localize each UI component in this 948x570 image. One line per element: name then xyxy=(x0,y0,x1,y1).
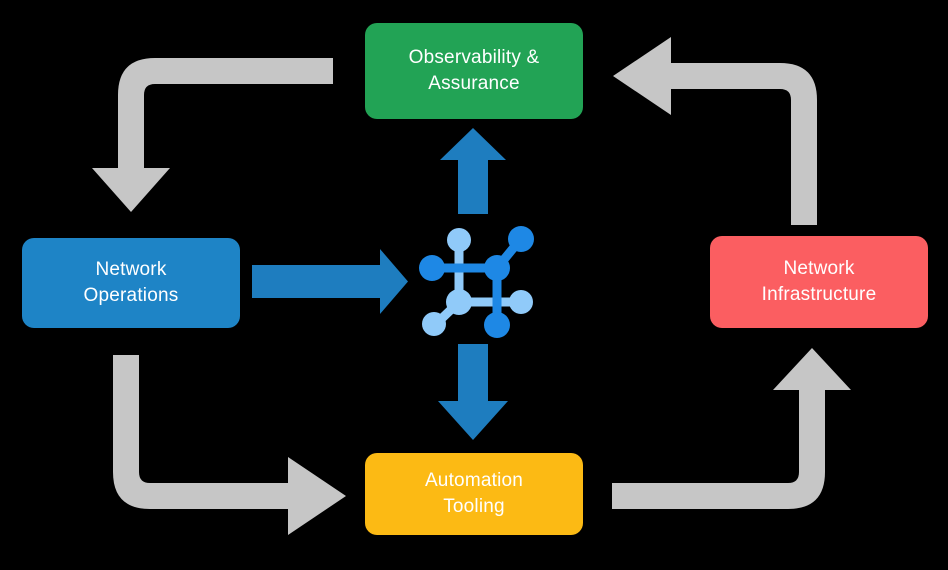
blue-arrow-operations-to-center xyxy=(252,249,408,314)
blue-arrow-center-to-observability xyxy=(440,128,506,214)
node-observability-assurance[interactable]: Observability & Assurance xyxy=(365,23,583,119)
mesh-node-light-center xyxy=(446,289,472,315)
node-observability-label-line2: Assurance xyxy=(428,73,520,94)
mesh-node-dark-left xyxy=(419,255,445,281)
node-observability-label-line1: Observability & xyxy=(408,47,540,69)
mesh-node-dark-hub xyxy=(484,255,510,281)
node-operations-label-line1: Network xyxy=(95,259,167,281)
blue-arrow-center-to-automation xyxy=(438,344,508,440)
node-network-operations[interactable]: Network Operations xyxy=(22,238,240,328)
gray-arrow-operations-to-automation xyxy=(113,355,346,535)
mesh-node-light-top xyxy=(447,228,471,252)
mesh-node-light-bottomleft xyxy=(422,312,446,336)
gray-arrow-observability-to-operations xyxy=(92,58,333,212)
mesh-node-dark-topright xyxy=(508,226,534,252)
mesh-node-dark-bottom xyxy=(484,312,510,338)
node-infrastructure-label-line2: Infrastructure xyxy=(761,284,877,305)
gray-arrow-automation-to-infrastructure xyxy=(612,348,851,509)
node-automation-label-line1: Automation xyxy=(424,470,524,492)
node-automation-tooling[interactable]: Automation Tooling xyxy=(365,453,583,535)
gray-arrow-infrastructure-to-observability xyxy=(613,37,817,225)
mesh-node-light-right xyxy=(509,290,533,314)
node-operations-label-line2: Operations xyxy=(83,285,179,306)
node-infrastructure-label-line1: Network xyxy=(783,258,855,280)
node-automation-label-line2: Tooling xyxy=(443,496,505,517)
node-network-infrastructure[interactable]: Network Infrastructure xyxy=(710,236,928,328)
